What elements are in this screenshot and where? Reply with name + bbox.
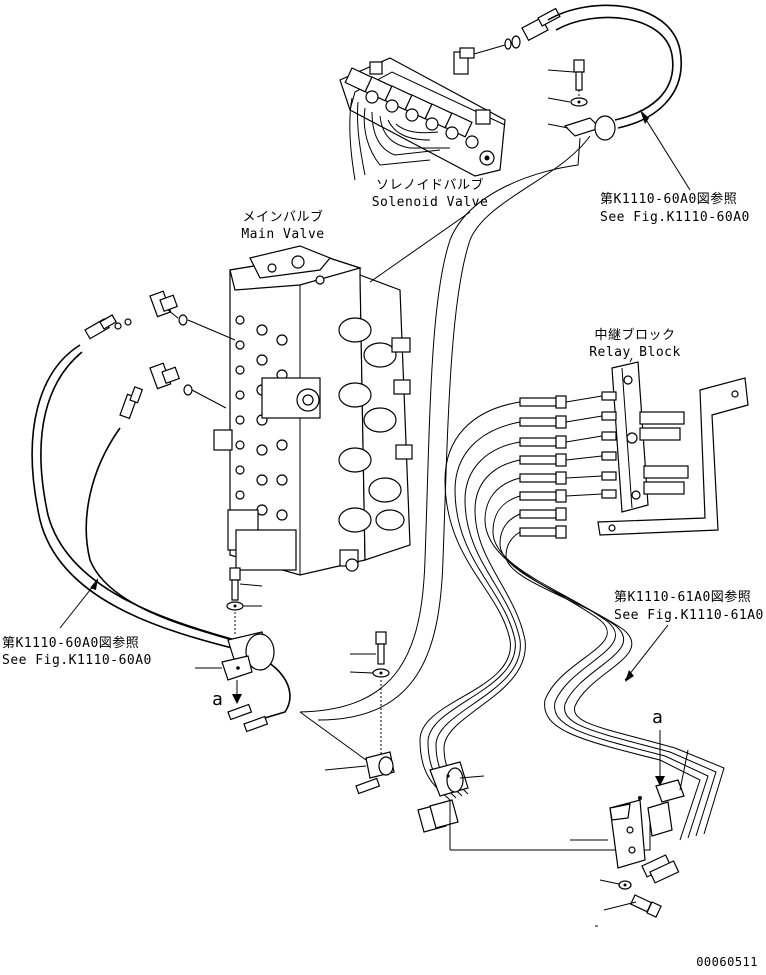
relay-block-label-en: Relay Block <box>589 345 681 360</box>
clamp-set-lower-center <box>417 761 651 851</box>
ref-left-en: See Fig.K1110-60A0 <box>2 653 152 668</box>
solenoid-valve-assembly <box>339 7 561 181</box>
solenoid-valve-label-jp: ソレノイドバルブ <box>375 178 484 193</box>
figure-number: 00060511 <box>696 955 758 969</box>
hose-long-center <box>299 137 581 713</box>
clamp-set-top <box>547 59 616 141</box>
main-valve-label-jp: メインバルブ <box>242 210 324 225</box>
hose-top-loop <box>547 4 682 129</box>
mark-a-left: a <box>212 689 224 710</box>
ref-top-right-en: See Fig.K1110-60A0 <box>600 210 750 225</box>
bracket-lower-right <box>570 730 689 927</box>
ref-left-jp: 第K1110-60A0図参照 <box>2 636 140 651</box>
main-valve-assembly <box>213 245 413 576</box>
main-valve-label-en: Main Valve <box>241 227 325 242</box>
ref-mid-right-jp: 第K1110-61A0図参照 <box>614 590 752 605</box>
relay-block-assembly <box>519 361 749 539</box>
mark-a-right: a <box>652 707 664 728</box>
left-hose-fittings <box>31 290 291 733</box>
clamp-set-center <box>299 631 395 795</box>
relay-block-label-jp: 中継ブロック <box>594 328 676 343</box>
ref-top-right-jp: 第K1110-60A0図参照 <box>600 192 738 207</box>
wire-harness <box>419 401 725 841</box>
ref-mid-right-en: See Fig.K1110-61A0 <box>614 608 764 623</box>
solenoid-valve-label-en: Solenoid Valve <box>371 195 489 210</box>
